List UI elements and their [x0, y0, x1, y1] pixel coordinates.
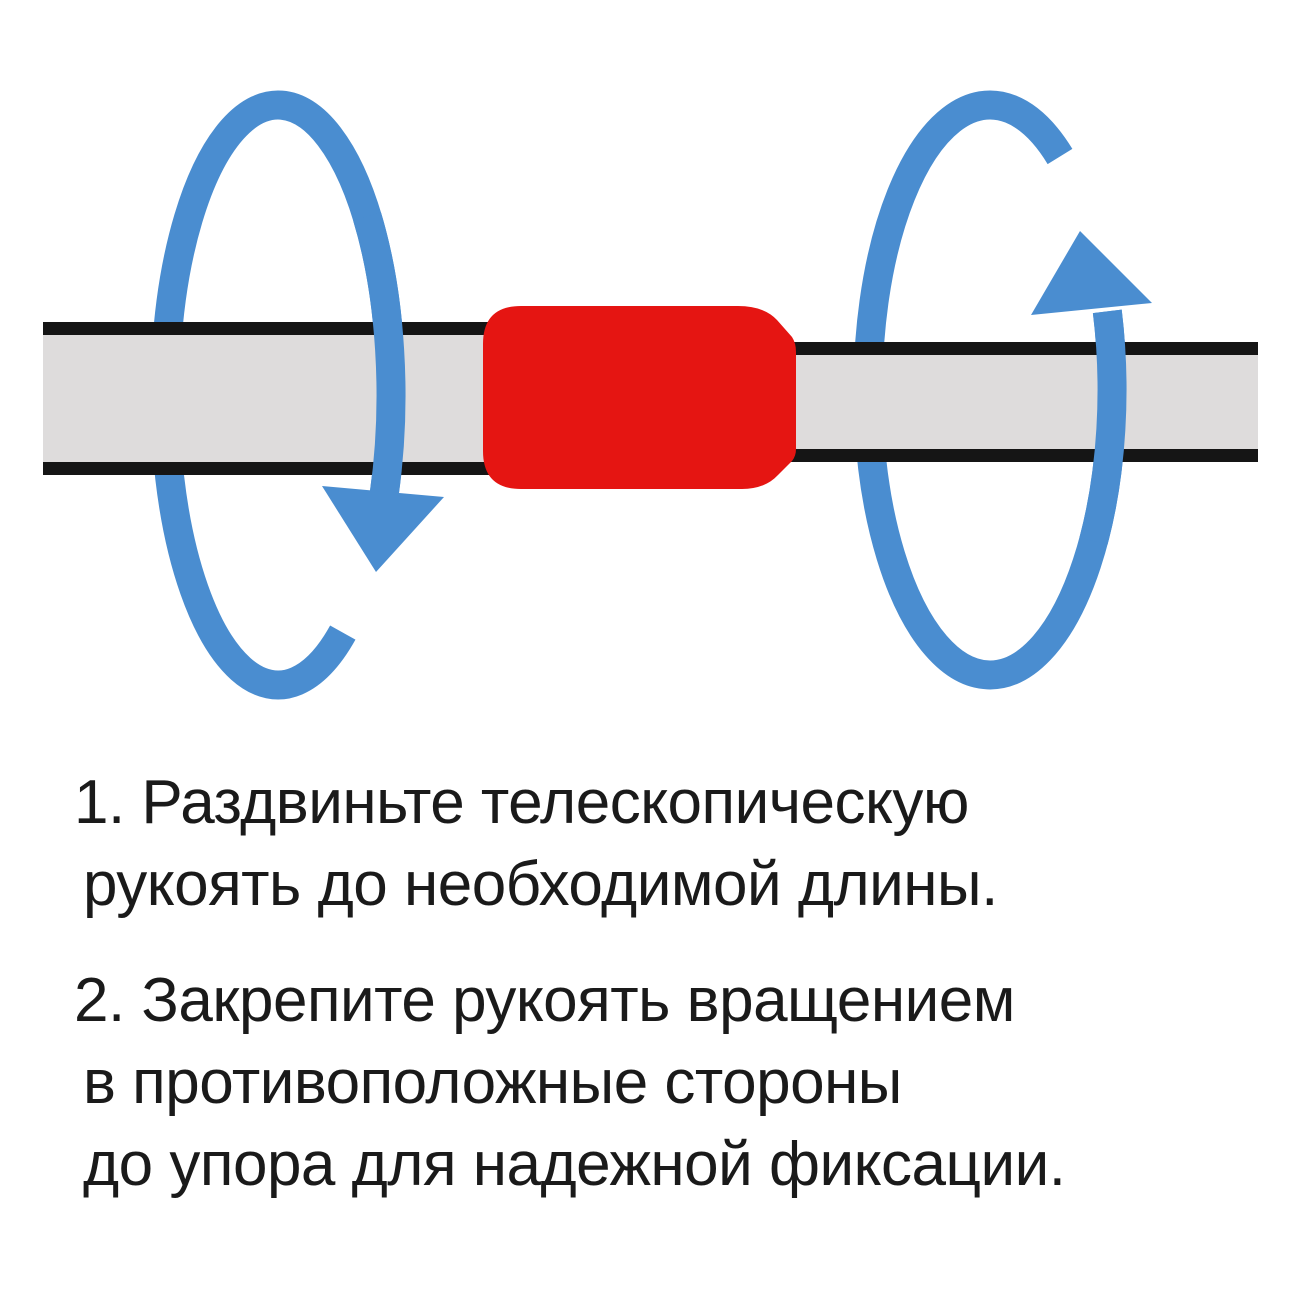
instruction-step-2: 2. Закрепите рукоять вращением в противо…	[74, 960, 1066, 1206]
right-arrow-front-shaft	[1079, 309, 1127, 545]
instruction-line: 1. Раздвиньте телескопическую	[74, 768, 969, 837]
inner-tube-bottom-edge	[770, 449, 1258, 462]
instruction-line: в противоположные стороны	[83, 1048, 902, 1117]
inner-tube	[770, 342, 1258, 462]
left-arrow-front-shaft	[353, 212, 406, 497]
rotation-diagram	[43, 90, 1258, 700]
outer-tube	[43, 322, 493, 475]
locking-collar	[483, 306, 796, 489]
instruction-line: 2. Закрепите рукоять вращением	[74, 966, 1015, 1035]
instruction-line: до упора для надежной фиксации.	[83, 1130, 1066, 1199]
inner-tube-top-edge	[770, 342, 1258, 355]
right-arrowhead-up-icon	[1031, 231, 1152, 315]
right-rotation-arrow-loop	[853, 90, 1127, 690]
outer-tube-bottom-edge	[43, 462, 493, 475]
left-arrowhead-down-icon	[322, 486, 444, 572]
instruction-line: рукоять до необходимой длины.	[83, 850, 998, 919]
outer-tube-top-edge	[43, 322, 493, 335]
instruction-step-1: 1. Раздвиньте телескопическую рукоять до…	[74, 762, 998, 926]
